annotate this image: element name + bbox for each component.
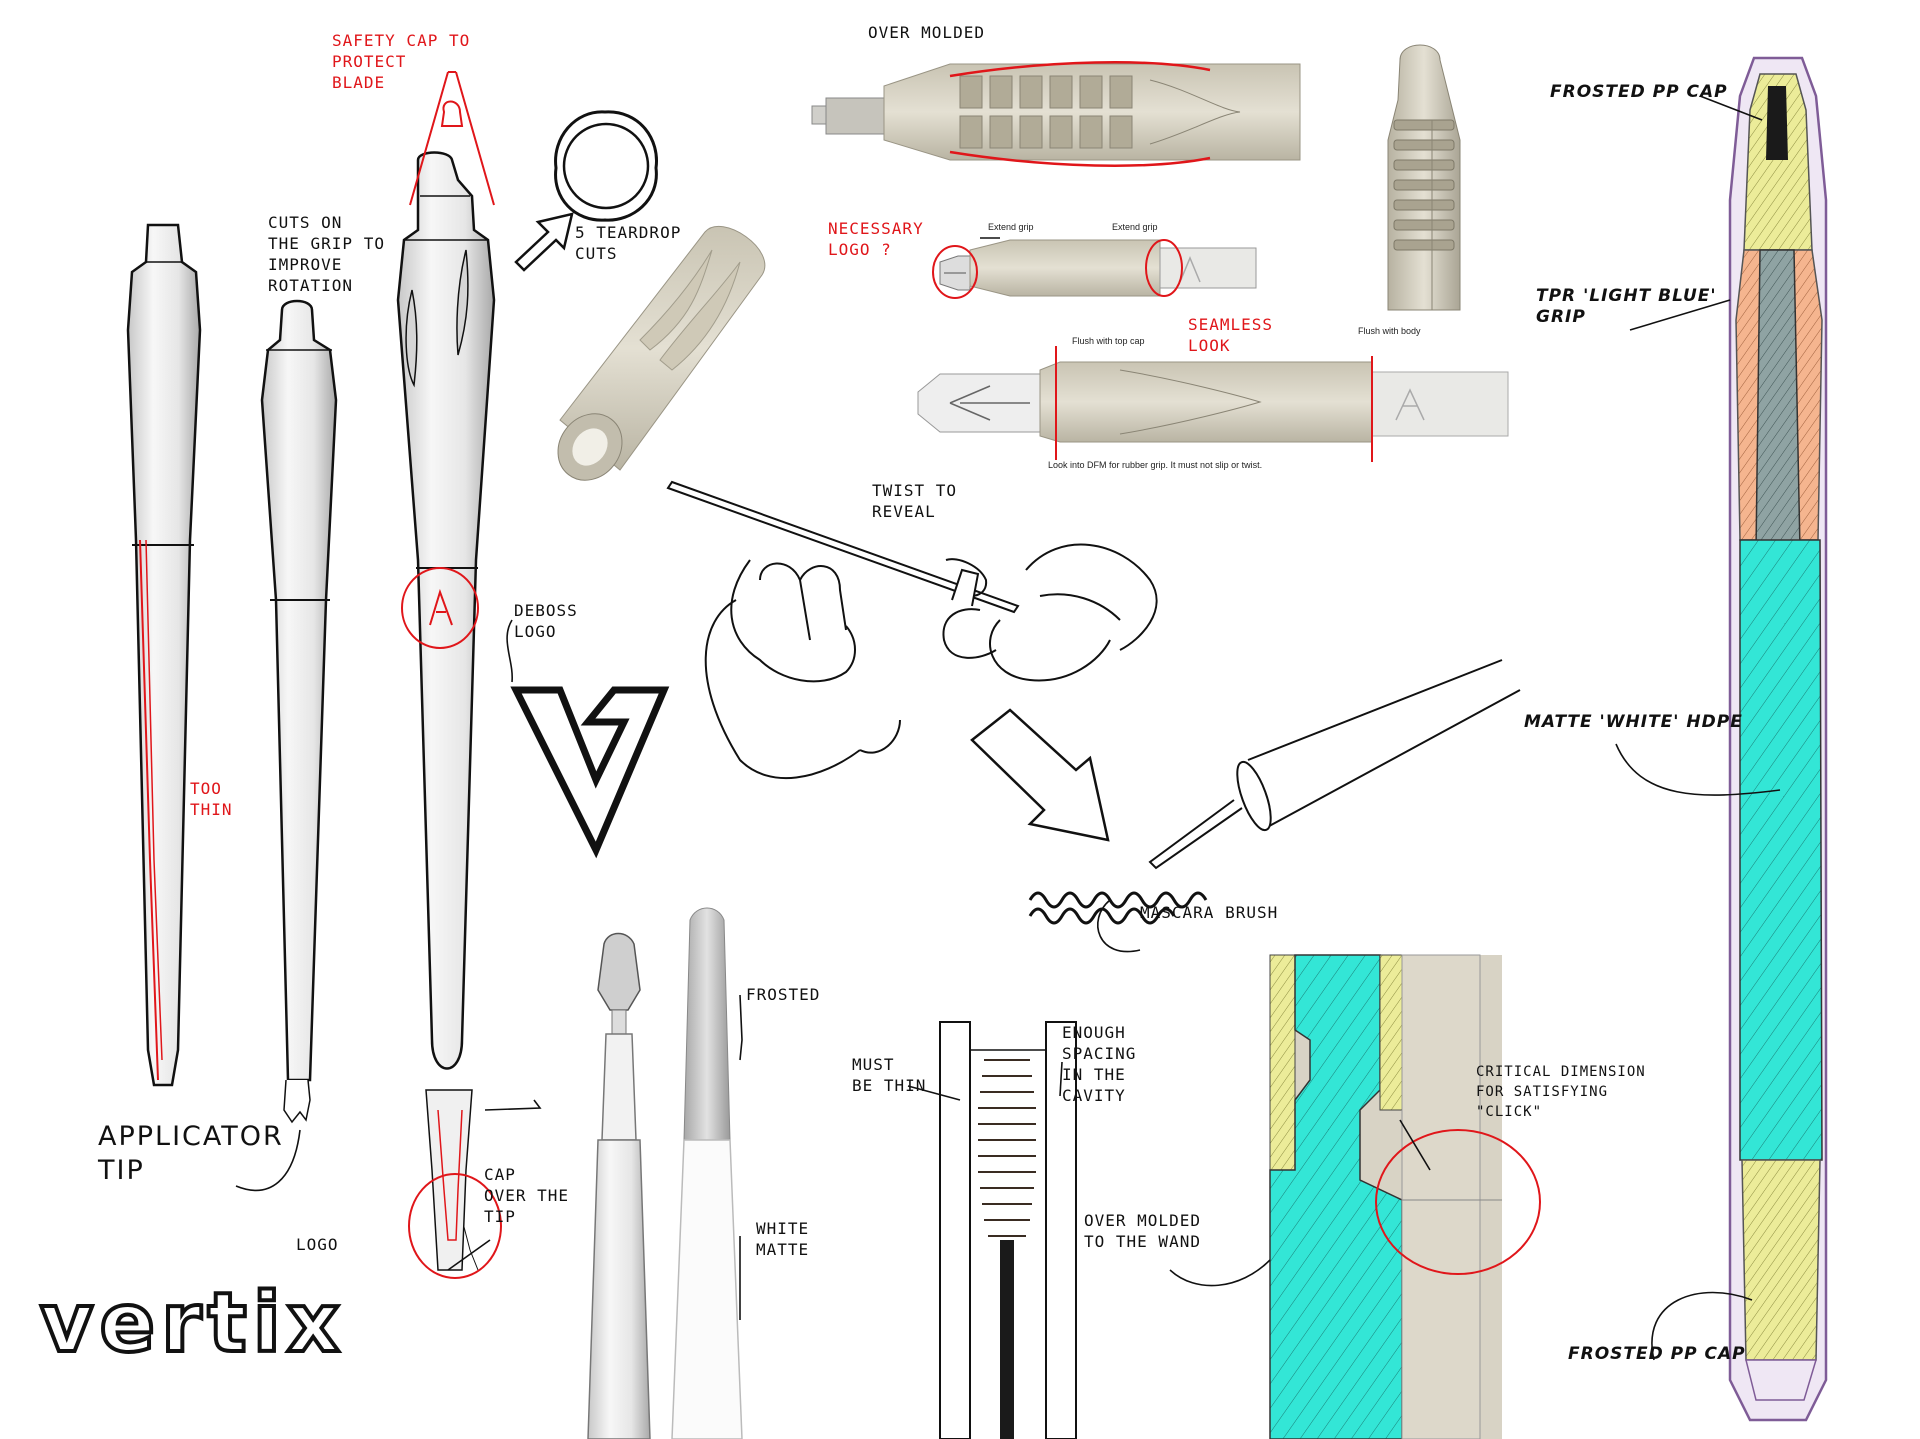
vertical-grip-render — [1387, 44, 1461, 311]
enough-spacing-label: ENOUGH SPACING IN THE CAVITY — [1062, 1023, 1137, 1105]
twist-reveal-label: TWIST TO REVEAL — [872, 481, 958, 521]
arrow-to-brush — [970, 708, 1110, 842]
pen-sketch-slim — [126, 223, 202, 1087]
over-molded-wand-label: OVER MOLDED TO THE WAND — [1084, 1211, 1201, 1251]
matte-hdpe-label: MATTE 'WHITE' HDPE — [1524, 712, 1743, 732]
grip-cuts-label: CUTS ON THE GRIP TO IMPROVE ROTATION — [268, 213, 385, 295]
frosted-cap-bottom-label: FROSTED PP CAP — [1568, 1344, 1746, 1364]
mascara-wand-sketch — [1028, 659, 1521, 925]
grip-sleeve-render — [557, 226, 766, 481]
flush-top-label: Flush with top cap — [1072, 336, 1145, 346]
cap-over-tip-label: CAP OVER THE TIP — [484, 1165, 570, 1226]
extend-grip-label-1: Extend grip — [988, 222, 1034, 232]
applicator-tip-label: APPLICATOR TIP — [98, 1121, 284, 1186]
mascara-cavity-section — [939, 1021, 1077, 1439]
grip-ring-section — [554, 110, 658, 222]
click-detail-section — [1269, 954, 1541, 1439]
hands-twist-sketch — [666, 480, 1158, 780]
arrow-to-ring — [514, 212, 574, 272]
over-molded-label: OVER MOLDED — [868, 23, 985, 42]
teardrop-cuts-label: 5 TEARDROP CUTS — [575, 223, 682, 263]
dfm-note: Look into DFM for rubber grip. It must n… — [1048, 460, 1263, 470]
applicator-render — [587, 907, 743, 1439]
safety-cap-label: SAFETY CAP TO PROTECT BLADE — [332, 31, 471, 92]
tpr-grip-label: TPR 'LIGHT BLUE' GRIP — [1536, 286, 1717, 327]
deboss-logo-label: DEBOSS LOGO — [514, 601, 578, 641]
vertix-wordmark: vertix — [38, 1274, 346, 1373]
vertix-v-logo — [510, 686, 670, 859]
full-pen-cross-section — [1728, 56, 1828, 1422]
frosted-label: FROSTED — [746, 985, 821, 1004]
pen-sketch-main — [396, 71, 502, 1279]
frosted-cap-top-label: FROSTED PP CAP — [1550, 82, 1728, 102]
critical-dimension-label: CRITICAL DIMENSION FOR SATISFYING "CLICK… — [1476, 1064, 1646, 1120]
too-thin-label: TOO THIN — [190, 779, 233, 819]
white-matte-label: WHITE MATTE — [756, 1219, 810, 1259]
logo-label: LOGO — [296, 1235, 339, 1254]
overmolded-grip-render — [811, 61, 1301, 167]
necessary-logo-label: NECESSARY LOGO ? — [828, 219, 924, 259]
pen-sketch-applicator — [260, 299, 338, 1124]
mascara-brush-label: MASCARA BRUSH — [1140, 903, 1279, 922]
must-be-thin-label: MUST BE THIN — [852, 1055, 927, 1095]
pen-render-seamless — [917, 346, 1509, 462]
extend-grip-label-2: Extend grip — [1112, 222, 1158, 232]
pen-render-extend-grip — [932, 237, 1257, 299]
seamless-label: SEAMLESS LOOK — [1188, 315, 1274, 355]
leader-lines — [235, 95, 1781, 1361]
flush-body-label: Flush with body — [1358, 326, 1421, 336]
